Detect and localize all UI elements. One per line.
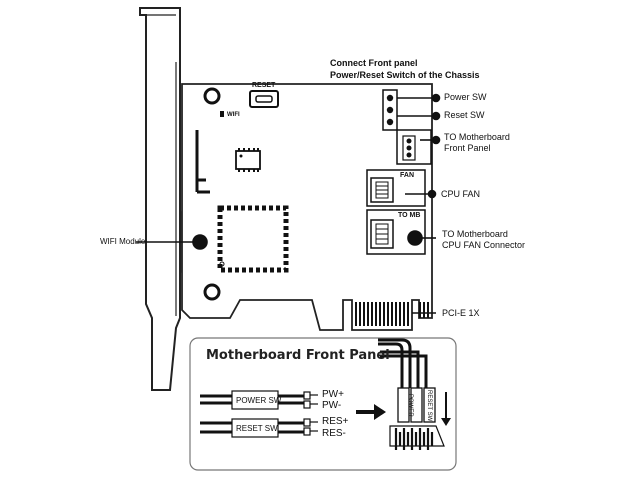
callout-lines (136, 93, 441, 314)
tomb-header-label: TO MB (398, 212, 421, 219)
wifi-led-label: WIFI (227, 112, 240, 118)
inset-arrow (356, 404, 386, 420)
front-panel-header-top (382, 89, 398, 131)
inset-power-cable (200, 394, 304, 405)
callout-reset-sw: Reset SW (444, 110, 485, 120)
callout-pcie: PCI-E 1X (442, 308, 480, 318)
inset-power-box (231, 390, 279, 410)
inset-pin-res-minus: RES- (322, 428, 346, 439)
callout-power-sw: Power SW (444, 92, 487, 102)
inset-reset-box (231, 418, 279, 438)
mount-hole-bottom (203, 283, 221, 301)
callout-cpu-fan-connector-2: CPU FAN Connector (442, 240, 526, 250)
callout-front-panel-1: TO Motherboard (444, 132, 510, 142)
header-line-2: Power/Reset Switch of the Chassis (330, 70, 480, 80)
inset-pin-pw-plus: PW+ (322, 389, 344, 400)
to-mb-connector (366, 209, 426, 255)
inset-title: Motherboard Front Panel (206, 348, 390, 363)
inset-pin-res-plus: RES+ (322, 416, 349, 427)
reset-label: RESET (252, 82, 276, 89)
mount-hole-top (203, 87, 221, 105)
inset-reset-cable (200, 421, 304, 434)
inset-header-connector (378, 338, 451, 450)
inset-connector-power-label: POWER (407, 394, 413, 417)
fan-header-label: FAN (400, 172, 414, 179)
pci-bracket (139, 7, 181, 391)
inset-power-box-label: POWER SW (236, 396, 282, 405)
callout-cpu-fan-connector-1: TO Motherboard (442, 229, 508, 239)
inset-reset-box-label: RESET SW (236, 424, 278, 433)
antenna-trace (195, 130, 210, 194)
inset-pin-pw-minus: PW- (322, 400, 342, 411)
inset-pins (303, 391, 318, 436)
front-panel-connector (396, 129, 432, 165)
callout-cpu-fan: CPU FAN (441, 189, 481, 199)
small-ic (235, 148, 261, 172)
cpu-fan-connector (366, 169, 426, 207)
callout-wifi-module: WIFI Module (100, 237, 146, 246)
header-line-1: Connect Front panel (330, 58, 418, 68)
reset-button-cap (255, 95, 273, 103)
wifi-led (220, 111, 224, 117)
callout-front-panel-2: Front Panel (444, 143, 491, 153)
inset-connector-reset-label: RESET SW (426, 390, 432, 422)
pcie-fingers (355, 302, 429, 326)
wifi-module-outline (217, 205, 289, 273)
